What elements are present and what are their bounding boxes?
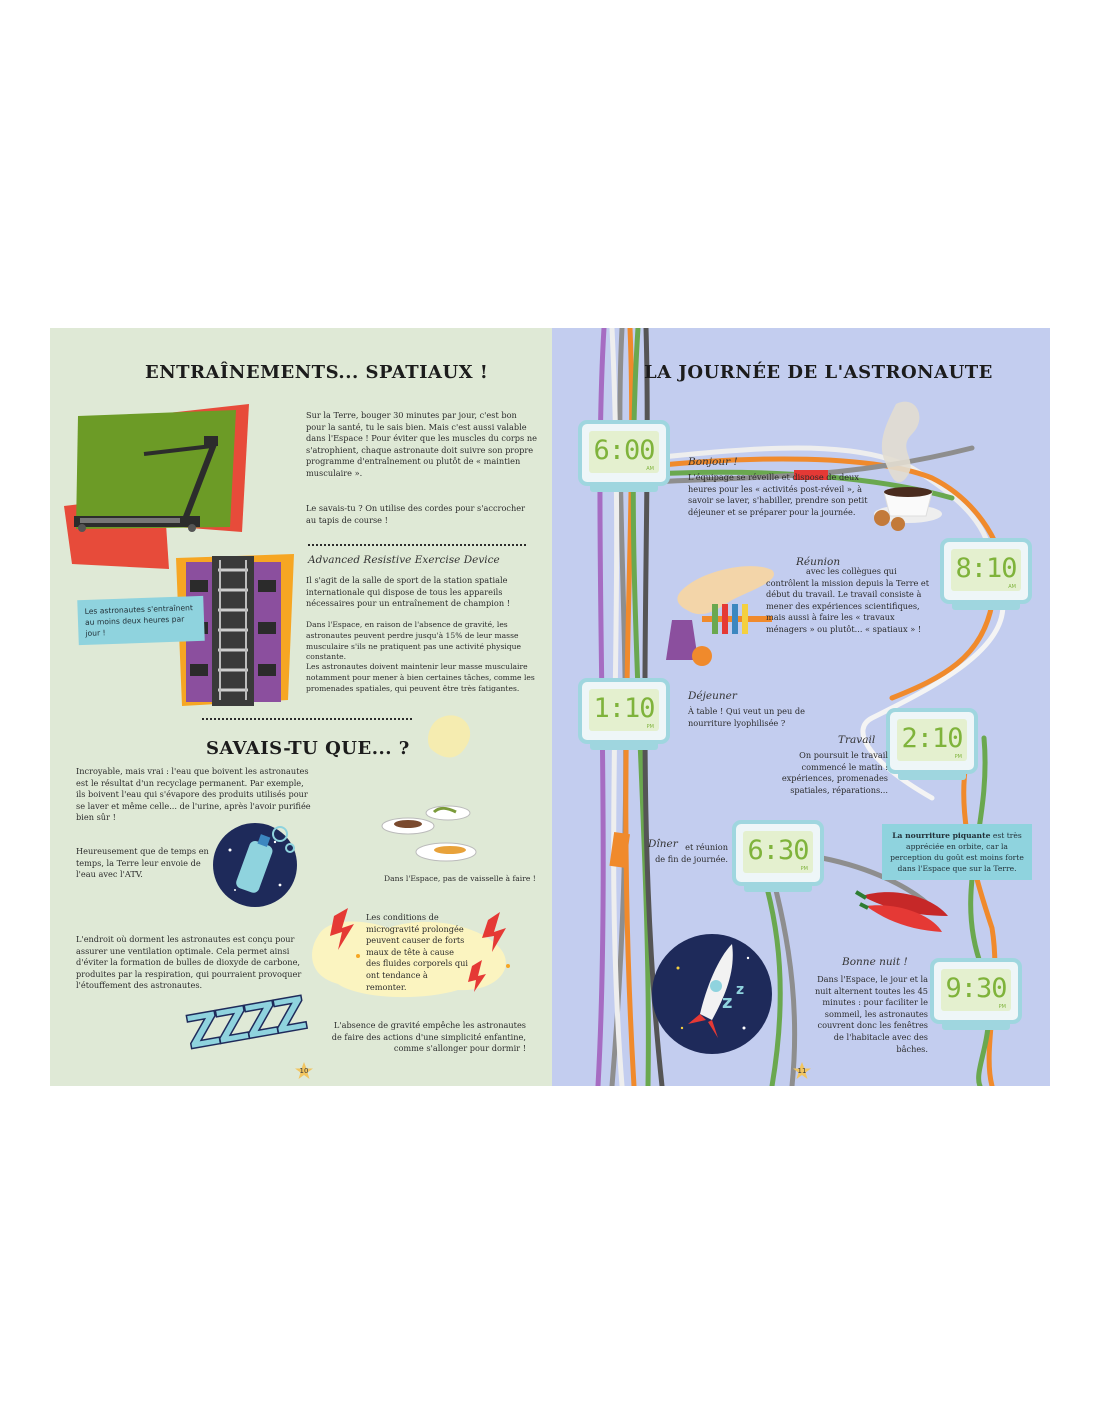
clock-time: 2:10 [901, 723, 963, 754]
gravity-paragraph: L'absence de gravité empêche les astrona… [331, 1020, 526, 1054]
diner-title: Dîner [648, 838, 678, 850]
page-title-day: LA JOURNÉE DE L'ASTRONAUTE [644, 362, 993, 383]
treadmill-fact: Le savais-tu ? On utilise des cordes pou… [306, 503, 526, 525]
sleeping-quarters-paragraph: L'endroit où dorment les astronautes est… [76, 934, 302, 991]
clock-screen: 6:30 PM [743, 831, 813, 873]
clock-8-10: 8:10 AM [940, 538, 1032, 610]
clock-time: 6:00 [593, 435, 655, 466]
travail-paragraph: On poursuit le travail commencé le matin… [781, 750, 888, 795]
clock-6-00: 6:00 AM [578, 420, 670, 492]
right-page: LA JOURNÉE DE L'ASTRONAUTE 6:00 AM 8:10 … [552, 328, 1050, 1086]
page-number-right: 11 [792, 1061, 812, 1081]
reunion-paragraph: avec les collègues qui contrôlent la mis… [766, 566, 930, 634]
clock-screen: 1:10 PM [589, 689, 659, 731]
section-title-did-you-know: SAVAIS-TU QUE... ? [206, 738, 410, 759]
bonne-nuit-title: Bonne nuit ! [842, 956, 908, 968]
training-note: Les astronautes s'entraînent au moins de… [77, 595, 205, 646]
clock-time: 9:30 [945, 973, 1007, 1004]
bonjour-paragraph: L'équipage se réveille et dispose de deu… [688, 472, 868, 517]
clock-screen: 2:10 PM [897, 719, 967, 761]
left-page: ENTRAÎNEMENTS... SPATIAUX ! Sur la Terre… [50, 328, 552, 1086]
clock-ampm: PM [998, 1004, 1006, 1010]
travail-title: Travail [838, 734, 876, 746]
clock-screen: 6:00 AM [589, 431, 659, 473]
clock-ampm: PM [954, 754, 962, 760]
reunion-title: Réunion [796, 556, 841, 568]
ared-paragraph: Il s'agit de la salle de sport de la sta… [306, 575, 510, 609]
zzz-graphic: ZZZZ [181, 985, 308, 1060]
clock-6-30: 6:30 PM [732, 820, 824, 892]
chili-pepper-illustration [854, 890, 948, 932]
clock-9-30: 9:30 PM [930, 958, 1022, 1030]
ared-maintain: Les astronautes doivent maintenir leur m… [306, 662, 535, 693]
book-spread: ENTRAÎNEMENTS... SPATIAUX ! Sur la Terre… [50, 328, 1050, 1086]
treadmill-paragraph: Sur la Terre, bouger 30 minutes par jour… [306, 410, 537, 478]
treadmill-illustration [64, 404, 249, 569]
clock-ampm: AM [646, 466, 654, 472]
bonne-nuit-paragraph: Dans l'Espace, le jour et la nuit altern… [814, 974, 928, 1054]
spicy-food-bold: La nourriture piquante [892, 831, 991, 840]
page-number-left: 10 [294, 1061, 314, 1081]
dishes-caption: Dans l'Espace, pas de vaisselle à faire … [384, 874, 536, 883]
page-number-text: 10 [299, 1067, 309, 1075]
atv-paragraph: Heureusement que de temps en temps, la T… [76, 846, 209, 880]
clock-ampm: PM [800, 866, 808, 872]
ared-title: Advanced Resistive Exercise Device [308, 554, 500, 566]
page-number-text: 11 [797, 1067, 807, 1075]
clock-2-10: 2:10 PM [886, 708, 978, 780]
water-bottle-illustration [213, 823, 297, 907]
clock-screen: 9:30 PM [941, 969, 1011, 1011]
floating-dishes-illustration [381, 715, 477, 862]
bonjour-title: Bonjour ! [688, 456, 738, 468]
divider [202, 718, 412, 720]
clock-time: 1:10 [593, 693, 655, 724]
ared-muscle-loss: Dans l'Espace, en raison de l'absence de… [306, 620, 522, 662]
svg-text:z: z [736, 982, 744, 998]
svg-text:z: z [722, 992, 732, 1013]
headache-cloud-illustration [312, 908, 510, 998]
diner-paragraph: et réunion de fin de journée. [655, 842, 728, 864]
microgravity-paragraph: Les conditions de microgravité prolongée… [366, 912, 469, 992]
clock-ampm: PM [646, 724, 654, 730]
water-recycling-paragraph: Incroyable, mais vrai : l'eau que boiven… [76, 766, 311, 823]
spicy-food-text: est très appréciée en orbite, car la per… [890, 831, 1024, 873]
ared-machine-illustration [176, 554, 294, 706]
clock-ampm: AM [1008, 584, 1016, 590]
clock-1-10: 1:10 PM [578, 678, 670, 750]
divider [308, 544, 526, 546]
spicy-food-note: La nourriture piquante est très apprécié… [882, 824, 1032, 880]
coffee-cup-illustration [874, 401, 942, 531]
page-title-training: ENTRAÎNEMENTS... SPATIAUX ! [145, 362, 489, 383]
clock-time: 6:30 [747, 835, 809, 866]
dejeuner-paragraph: À table ! Qui veut un peu de nourriture … [688, 706, 805, 728]
clock-screen: 8:10 AM [951, 549, 1021, 591]
dejeuner-title: Déjeuner [688, 690, 737, 702]
clock-time: 8:10 [955, 553, 1017, 584]
lab-experiment-illustration [666, 566, 774, 666]
rocket-illustration: z z [652, 934, 772, 1054]
